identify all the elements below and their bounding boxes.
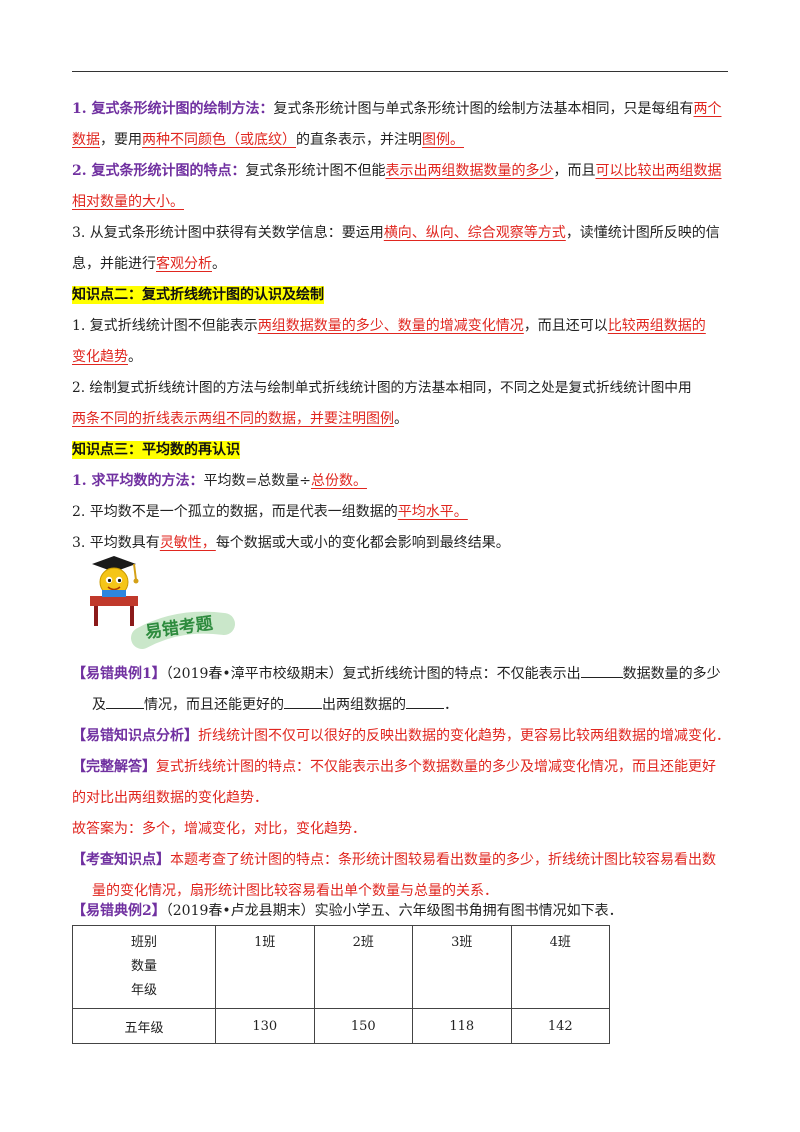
para-average-sensitivity: 3. 平均数具有灵敏性，每个数据或大或小的变化都会影响到最终结果。 xyxy=(72,535,510,551)
example-2-question: 【易错典例2】（2019春•卢龙县期末）实验小学五、六年级图书角拥有图书情况如下… xyxy=(72,903,623,919)
table-header-row: 班别 数量 年级 1班 2班 3班 4班 xyxy=(72,925,610,1009)
mascot-banner: 易错考题 xyxy=(90,556,235,649)
para-bar-chart-info: 3. 从复式条形统计图中获得有关数学信息：要运用横向、纵向、综合观察等方式，读懂… xyxy=(72,225,720,241)
para-average-method: 1. 求平均数的方法：平均数=总数量÷总份数。 xyxy=(72,473,367,489)
para-bar-chart-method-cont: 数据，要用两种不同颜色（或底纹）的直条表示，并注明图例。 xyxy=(72,132,464,148)
answer-blank xyxy=(580,663,623,678)
section-heading-line-chart: 知识点二：复式折线统计图的认识及绘制 xyxy=(72,286,324,304)
answer-blank xyxy=(284,694,322,709)
example-1-analysis: 【易错知识点分析】折线统计图不仅可以很好的反映出数据的变化趋势，更容易比较两组数… xyxy=(72,728,730,744)
book-table: 班别 数量 年级 1班 2班 3班 4班 五年级 130 150 118 142 xyxy=(72,925,610,1044)
table-header-cell: 1班 xyxy=(215,925,315,1009)
header-rule xyxy=(72,71,728,72)
para-bar-chart-info-cont: 息，并能进行客观分析。 xyxy=(72,256,226,272)
para-bar-chart-features-cont: 相对数量的大小。 xyxy=(72,194,184,210)
para-bar-chart-features: 2. 复式条形统计图的特点：复式条形统计图不但能表示出两组数据数量的多少，而且可… xyxy=(72,163,722,179)
table-header-cell: 4班 xyxy=(510,925,610,1009)
para-line-chart-features-cont: 变化趋势。 xyxy=(72,349,142,365)
banner-label: 易错考题 xyxy=(131,611,235,649)
example-1-question: 【易错典例1】（2019春•漳平市校级期末）复式折线统计图的特点：不仅能表示出数… xyxy=(72,659,732,690)
para-title: 2. 复式条形统计图的特点： xyxy=(72,163,246,179)
example-1-final: 故答案为：多个，增减变化，对比，变化趋势． xyxy=(72,821,366,837)
answer-blank xyxy=(106,694,144,709)
table-cell: 150 xyxy=(313,1008,413,1044)
table-cell: 118 xyxy=(412,1008,512,1044)
table-corner-cell: 班别 数量 年级 xyxy=(72,925,216,1009)
graduate-mascot-icon xyxy=(90,556,139,626)
example-1-answer: 【完整解答】复式折线统计图的特点：不仅能表示出多个数据数量的多少及增减变化情况，… xyxy=(72,759,716,775)
example-1-answer-cont: 的对比出两组数据的变化趋势． xyxy=(72,790,268,806)
para-line-chart-features: 1. 复式折线统计图不但能表示两组数据数量的多少、数量的增减变化情况，而且还可以… xyxy=(72,318,706,334)
table-cell: 142 xyxy=(510,1008,610,1044)
section-heading-average: 知识点三：平均数的再认识 xyxy=(72,441,240,459)
para-line-chart-method: 2. 绘制复式折线统计图的方法与绘制单式折线统计图的方法基本相同，不同之处是复式… xyxy=(72,380,692,396)
example-1-knowledge: 【考查知识点】本题考查了统计图的特点：条形统计图较易看出数量的多少，折线统计图比… xyxy=(72,852,716,868)
table-cell: 130 xyxy=(215,1008,315,1044)
para-line-chart-method-cont: 两条不同的折线表示两组不同的数据，并要注明图例。 xyxy=(72,411,408,427)
answer-blank xyxy=(406,694,444,709)
para-title: 1. 求平均数的方法： xyxy=(72,473,204,489)
table-header-cell: 3班 xyxy=(412,925,512,1009)
table-row: 五年级 130 150 118 142 xyxy=(72,1008,610,1044)
para-title: 1. 复式条形统计图的绘制方法： xyxy=(72,101,274,117)
example-1-question-cont: 及情况，而且还能更好的出两组数据的． xyxy=(92,690,458,721)
para-bar-chart-method: 1. 复式条形统计图的绘制方法：复式条形统计图与单式条形统计图的绘制方法基本相同… xyxy=(72,101,722,117)
table-row-label: 五年级 xyxy=(72,1008,216,1044)
example-1-knowledge-cont: 量的变化情况，扇形统计图比较容易看出单个数量与总量的关系． xyxy=(92,883,498,899)
para-average-meaning: 2. 平均数不是一个孤立的数据，而是代表一组数据的平均水平。 xyxy=(72,504,468,520)
table-header-cell: 2班 xyxy=(313,925,413,1009)
